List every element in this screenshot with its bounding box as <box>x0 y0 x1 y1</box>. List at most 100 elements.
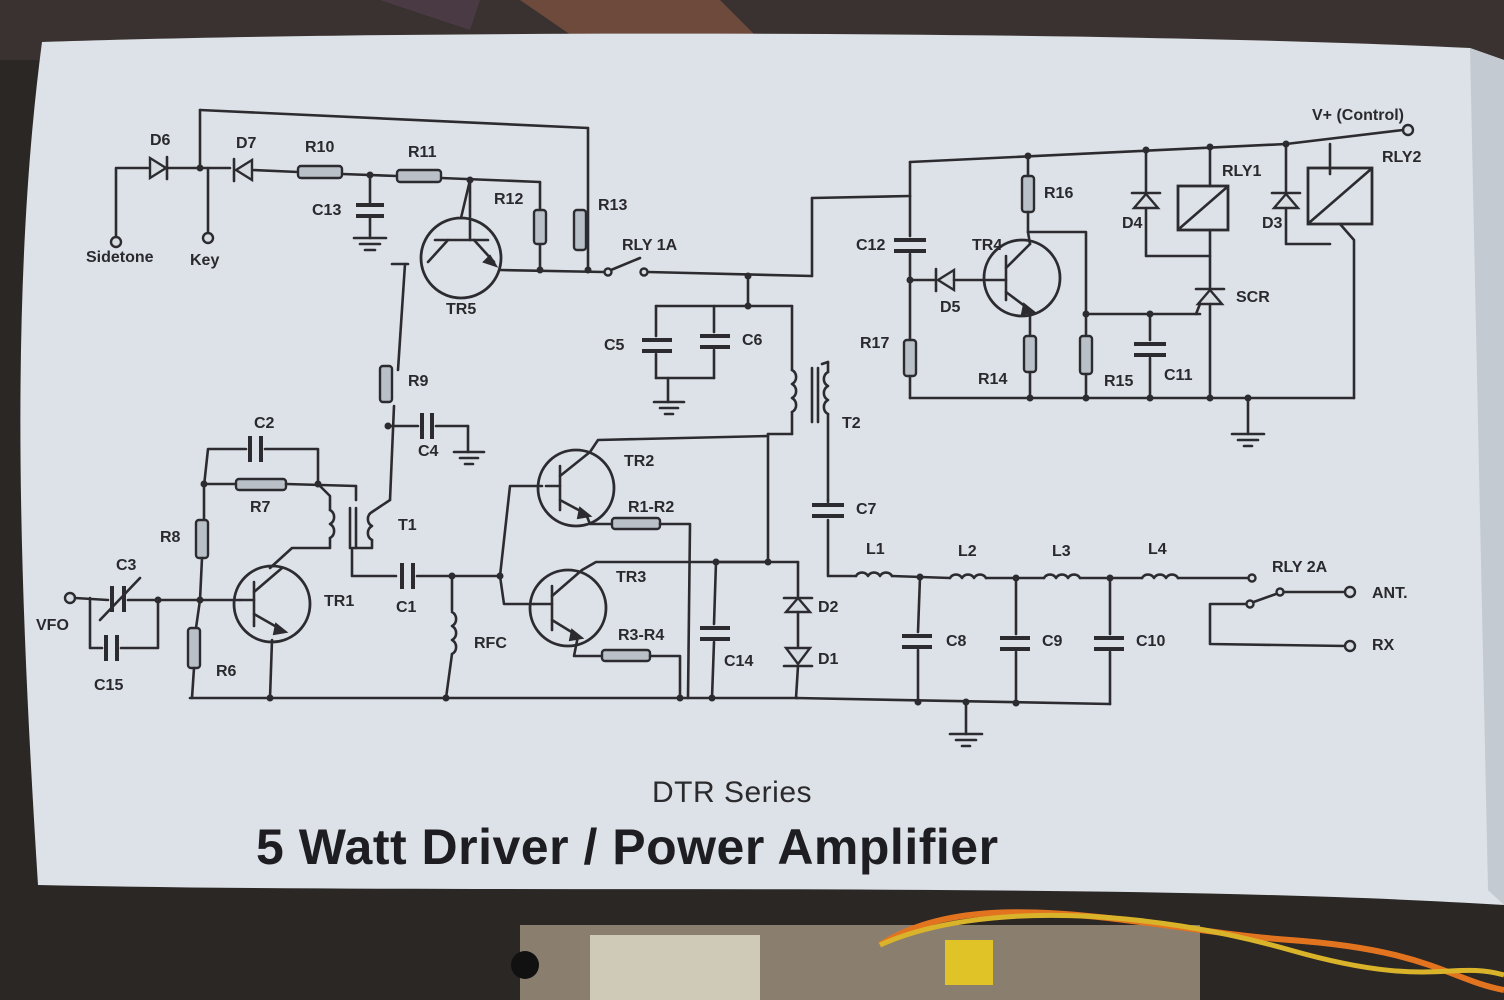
junction-dot <box>196 164 204 172</box>
label-vfo: VFO <box>36 617 69 634</box>
inductor-l2-icon <box>948 573 988 580</box>
label-c10: C10 <box>1136 633 1165 650</box>
label-rly1: RLY1 <box>1222 163 1262 180</box>
diode-d6-icon <box>148 155 169 181</box>
label-r9: R9 <box>408 373 429 390</box>
label-r7: R7 <box>250 499 271 516</box>
diode-d1-icon <box>782 646 814 668</box>
label-c9: C9 <box>1042 633 1063 650</box>
resistor-r16-icon <box>1020 174 1036 214</box>
resistor-r17-icon <box>902 338 918 378</box>
label-c3: C3 <box>116 557 137 574</box>
inductor-l4-icon <box>1140 573 1180 580</box>
junction-dot <box>744 272 752 280</box>
label-d6: D6 <box>150 132 171 149</box>
label-r1r2: R1-R2 <box>628 499 674 516</box>
label-r16: R16 <box>1044 185 1073 202</box>
label-tr1: TR1 <box>324 593 354 610</box>
label-c15: C15 <box>94 677 123 694</box>
vplus-terminal <box>1401 123 1415 137</box>
capacitor-c1-icon <box>400 563 415 589</box>
label-d3: D3 <box>1262 215 1283 232</box>
junction-dot <box>1012 699 1020 707</box>
capacitor-c14-icon <box>700 626 730 641</box>
capacitor-c2-icon <box>248 436 263 462</box>
label-d4: D4 <box>1122 215 1143 232</box>
switch-rly1a-icon <box>603 256 649 277</box>
resistor-r6-icon <box>186 626 202 670</box>
vfo-terminal <box>63 591 77 605</box>
junction-dot <box>962 698 970 706</box>
label-r3r4: R3-R4 <box>618 627 664 644</box>
label-tr5: TR5 <box>446 301 476 318</box>
capacitor-c4-icon <box>420 413 434 439</box>
label-l2: L2 <box>958 543 977 560</box>
label-c2: C2 <box>254 415 275 432</box>
rly2a-contact <box>1275 587 1285 597</box>
label-r12: R12 <box>494 191 523 208</box>
diode-d5-icon <box>934 267 956 293</box>
label-c8: C8 <box>946 633 967 650</box>
label-l3: L3 <box>1052 543 1071 560</box>
label-c13: C13 <box>312 202 341 219</box>
label-l1: L1 <box>866 541 885 558</box>
resistor-r8-icon <box>194 518 210 560</box>
junction-dot <box>914 698 922 706</box>
label-tr4: TR4 <box>972 237 1002 254</box>
junction-dot <box>708 694 716 702</box>
transformer-t2-icon <box>790 366 830 424</box>
inductor-l1-icon <box>854 571 894 578</box>
junction-dot <box>1206 394 1214 402</box>
label-c14: C14 <box>724 653 753 670</box>
junction-dot <box>442 694 450 702</box>
capacitor-c5-icon <box>642 338 672 353</box>
relay-rly1-icon <box>1176 184 1230 232</box>
trimmer-capacitor-c3-icon <box>98 576 142 622</box>
label-c1: C1 <box>396 599 417 616</box>
label-ant: ANT. <box>1372 585 1408 602</box>
diode-d4-icon <box>1130 191 1162 210</box>
label-rly2: RLY2 <box>1382 149 1422 166</box>
label-rx: RX <box>1372 637 1395 654</box>
label-rly2a: RLY 2A <box>1272 559 1328 576</box>
diode-d7-icon <box>232 157 254 183</box>
label-sidetone: Sidetone <box>86 249 154 266</box>
junction-dot <box>1026 394 1034 402</box>
label-c12: C12 <box>856 237 885 254</box>
label-t2: T2 <box>842 415 861 432</box>
rx-terminal <box>1343 639 1357 653</box>
label-d1: D1 <box>818 651 839 668</box>
label-l4: L4 <box>1148 541 1167 558</box>
label-c4: C4 <box>418 443 439 460</box>
capacitor-c8-icon <box>902 634 932 649</box>
scr-icon <box>1194 287 1226 316</box>
zener-diode-d2-icon <box>782 596 814 614</box>
junction-dot <box>366 171 374 179</box>
inductor-rfc-icon <box>450 610 458 656</box>
label-d5: D5 <box>940 299 961 316</box>
label-t1: T1 <box>398 517 417 534</box>
junction-dot <box>584 266 592 274</box>
resistor-r12-icon <box>532 208 548 246</box>
ground-bus <box>188 696 1112 748</box>
rly2a-contact <box>1247 573 1257 583</box>
transistor-tr1-icon <box>232 564 312 700</box>
rly2a-common <box>1245 599 1255 609</box>
diagram-title: 5 Watt Driver / Power Amplifier <box>256 819 999 875</box>
label-rfc: RFC <box>474 635 507 652</box>
label-tr2: TR2 <box>624 453 654 470</box>
capacitor-c6-icon <box>700 334 730 349</box>
inductor-l3-icon <box>1042 573 1082 580</box>
junction-dot <box>676 694 684 702</box>
label-tr3: TR3 <box>616 569 646 586</box>
resistor-r7-icon <box>234 477 288 492</box>
resistor-r11-icon <box>395 168 443 184</box>
junction-dot <box>1146 394 1154 402</box>
capacitor-c12-icon <box>894 238 926 253</box>
control-ground <box>908 396 1356 448</box>
resistor-r3r4-icon <box>600 648 652 663</box>
junction-dot <box>384 422 392 430</box>
label-c7: C7 <box>856 501 877 518</box>
label-r14: R14 <box>978 371 1007 388</box>
